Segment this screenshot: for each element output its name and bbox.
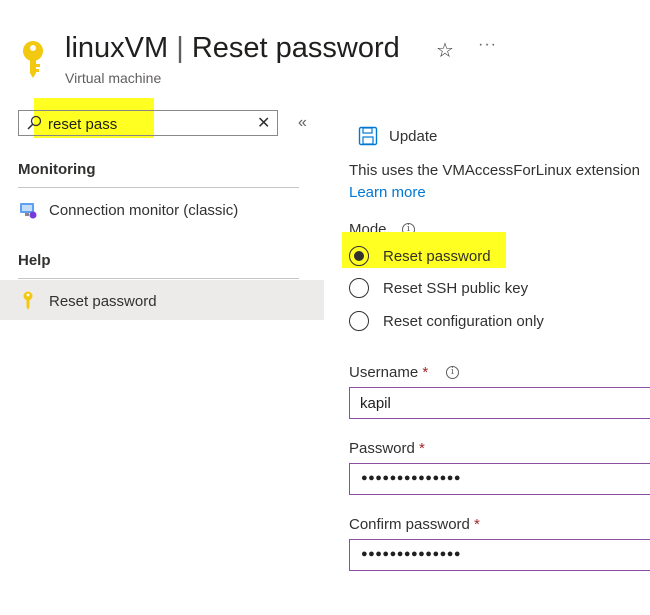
- search-input[interactable]: [18, 110, 278, 136]
- confirm-password-label-text: Confirm password: [349, 516, 470, 533]
- radio-label-reset-configuration[interactable]: Reset configuration only: [383, 313, 544, 330]
- key-icon: [23, 41, 43, 78]
- key-icon: [23, 291, 33, 310]
- nav-divider: [18, 278, 299, 279]
- monitor-icon: [20, 203, 37, 219]
- radio-reset-ssh-key[interactable]: [349, 278, 369, 298]
- info-icon[interactable]: i: [446, 366, 459, 379]
- required-marker: *: [422, 364, 429, 381]
- password-value[interactable]: ●●●●●●●●●●●●●●: [361, 472, 462, 484]
- title-separator: |: [176, 32, 184, 64]
- username-value[interactable]: kapil: [360, 395, 391, 412]
- required-marker: *: [419, 440, 425, 457]
- password-label: Password *: [349, 440, 425, 457]
- favorite-star-icon[interactable]: ☆: [436, 40, 454, 62]
- collapse-menu-icon[interactable]: «: [298, 114, 307, 131]
- sidebar-item-reset-password[interactable]: [0, 280, 324, 320]
- username-label-text: Username: [349, 364, 419, 381]
- extension-description: This uses the VMAccessForLinux extension: [349, 162, 640, 179]
- more-options-icon[interactable]: ···: [478, 36, 497, 53]
- resource-type: Virtual machine: [65, 70, 162, 86]
- password-field[interactable]: [349, 463, 650, 495]
- password-label-text: Password: [349, 440, 415, 457]
- page-title: linuxVM | Reset password: [65, 30, 400, 66]
- username-field[interactable]: [349, 387, 650, 419]
- username-label: Username *: [349, 364, 428, 381]
- radio-reset-password[interactable]: [349, 246, 369, 266]
- radio-dot: [354, 251, 364, 261]
- search-icon: [27, 115, 42, 130]
- nav-section-help: Help: [18, 252, 51, 269]
- mode-highlight: [342, 232, 506, 268]
- search-value[interactable]: reset pass: [48, 116, 118, 133]
- save-icon[interactable]: [358, 126, 378, 146]
- resource-name: linuxVM: [65, 32, 169, 64]
- radio-reset-configuration[interactable]: [349, 311, 369, 331]
- radio-label-reset-ssh-key[interactable]: Reset SSH public key: [383, 280, 529, 297]
- search-highlight: [34, 98, 154, 138]
- sidebar-item-label: Connection monitor (classic): [49, 202, 239, 219]
- radio-label-reset-password[interactable]: Reset password: [383, 248, 491, 265]
- confirm-password-value[interactable]: ●●●●●●●●●●●●●●: [361, 548, 462, 560]
- confirm-password-label: Confirm password *: [349, 516, 480, 533]
- confirm-password-field[interactable]: [349, 539, 650, 571]
- clear-search-icon[interactable]: ✕: [257, 115, 271, 132]
- required-marker: *: [474, 516, 480, 533]
- nav-section-monitoring: Monitoring: [18, 161, 96, 178]
- nav-divider: [18, 187, 299, 188]
- blade-name: Reset password: [191, 32, 400, 64]
- learn-more-link[interactable]: Learn more: [349, 184, 426, 201]
- update-button[interactable]: Update: [389, 128, 438, 145]
- sidebar-item-label: Reset password: [49, 293, 157, 310]
